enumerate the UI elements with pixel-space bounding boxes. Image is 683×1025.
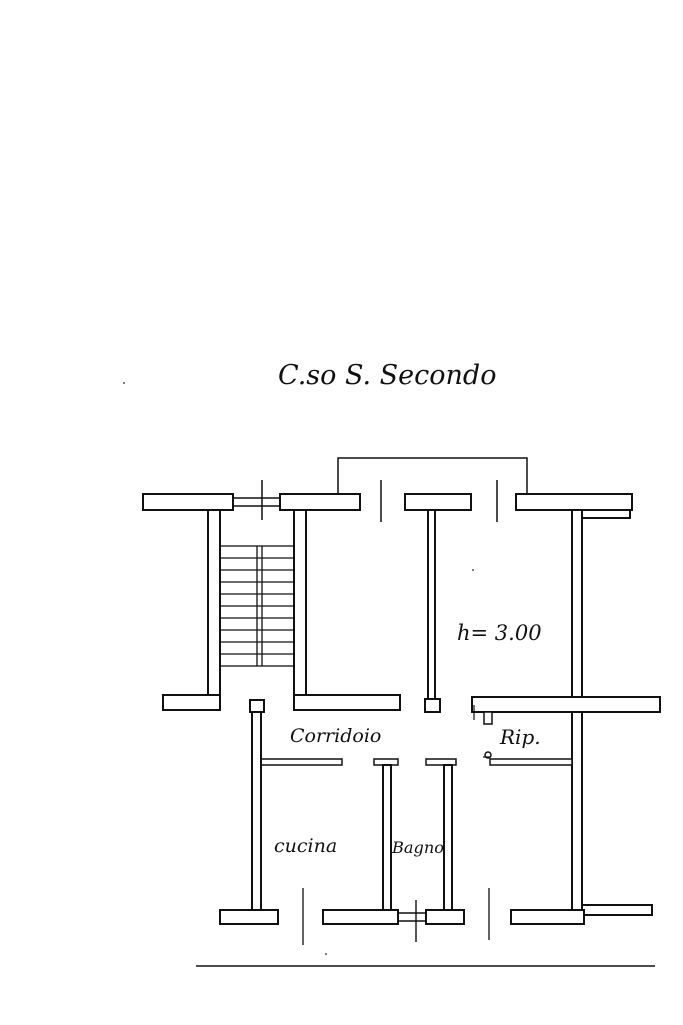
bathroom-window [398,900,426,942]
bottom-door-marks [302,888,490,945]
bay-window-outline [337,457,528,494]
kitchen-walls [219,699,279,925]
storage-walls [483,711,573,766]
door-jambs [473,705,490,758]
top-wall [142,493,633,511]
corridor-lower-wall [259,758,457,766]
speck [472,569,474,571]
stair-window [233,480,280,520]
corridor-label: Corridoio [290,725,381,747]
central-partition [424,509,441,713]
speck [325,953,327,955]
bathroom-label: Bagno [391,838,444,857]
entrance-door-marks [380,480,498,522]
stairwell-walls [162,509,401,711]
bathroom-walls [322,764,585,925]
kitchen-label: cucina [274,835,337,857]
right-wall [471,509,661,916]
storage-label: Rip. [499,725,541,749]
staircase [219,545,295,667]
room-height-label: h= 3.00 [457,621,542,645]
street-name: C.so S. Secondo [278,360,496,391]
speck [123,382,125,384]
